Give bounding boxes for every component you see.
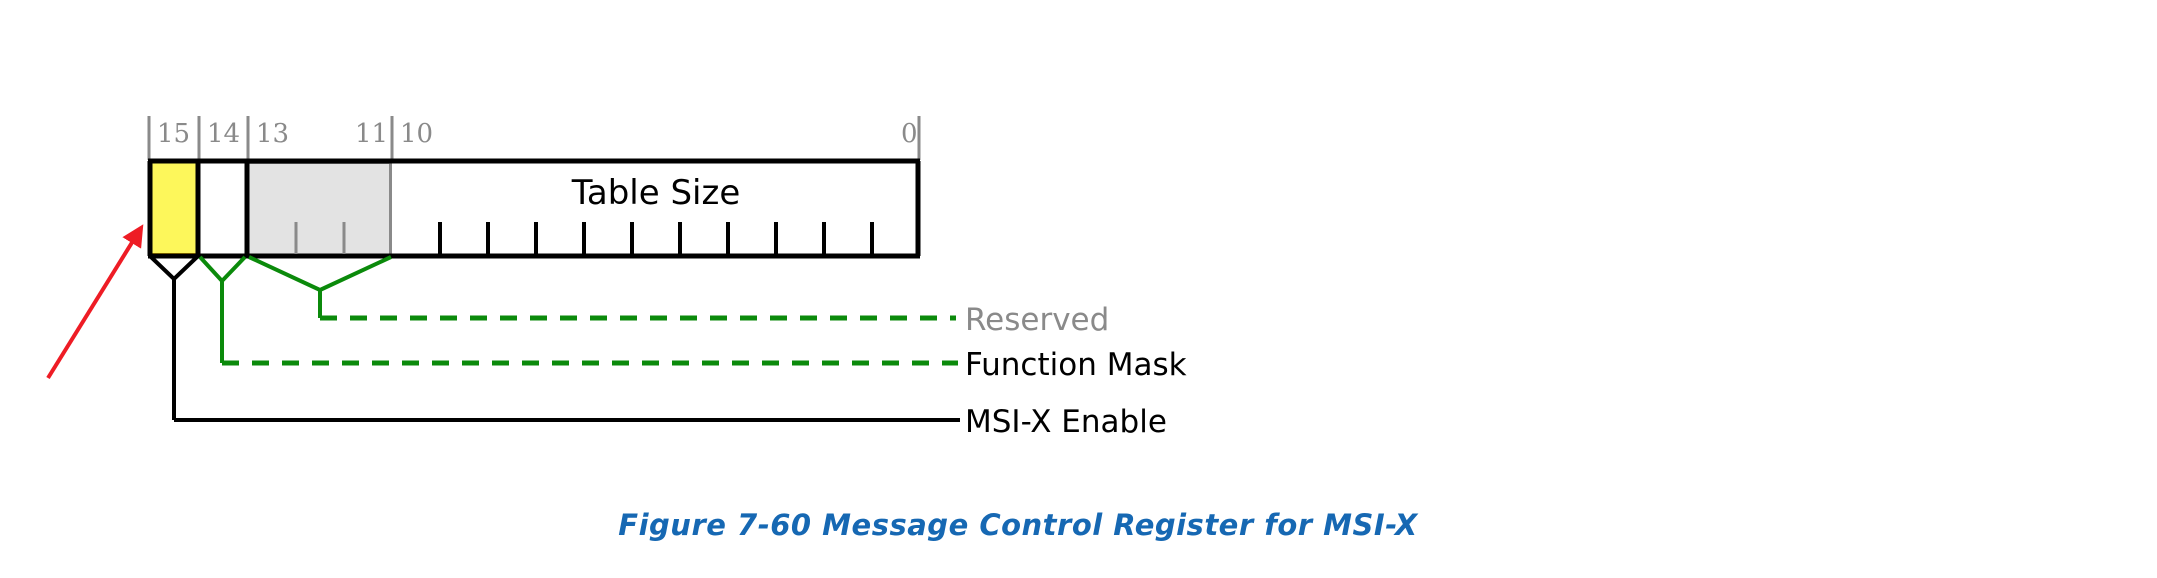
- leader-bracket-reserved: [248, 255, 392, 318]
- bit-number-11: 11: [355, 119, 388, 149]
- bit-number-13: 13: [256, 119, 289, 149]
- bit-ruler-ticks: [147, 116, 921, 160]
- reserved-bit-ticks: [294, 222, 346, 254]
- bit-number-14: 14: [207, 119, 240, 149]
- callout-label-msix-enable: MSI-X Enable: [965, 404, 1167, 440]
- register-field-function-mask: [199, 162, 248, 256]
- bit-number-15: 15: [157, 119, 190, 149]
- leader-bracket-msix-enable: [149, 255, 960, 422]
- figure-caption: Figure 7-60 Message Control Register for…: [618, 508, 1419, 542]
- callout-label-function-mask: Function Mask: [965, 347, 1187, 383]
- register-field-reserved: [248, 162, 392, 256]
- leader-bracket-function-mask: [198, 255, 247, 363]
- register-field-label-table-size: Table Size: [571, 173, 741, 213]
- register-outline: [147, 158, 921, 259]
- register-field-table-size: [392, 162, 920, 256]
- bit-number-10: 10: [400, 119, 433, 149]
- red-pointer-arrow: [46, 224, 144, 380]
- table-size-bit-ticks: [438, 222, 874, 254]
- bit-number-0: 0: [901, 119, 918, 149]
- register-field-msix-enable: [149, 161, 199, 255]
- callout-label-reserved: Reserved: [965, 302, 1109, 338]
